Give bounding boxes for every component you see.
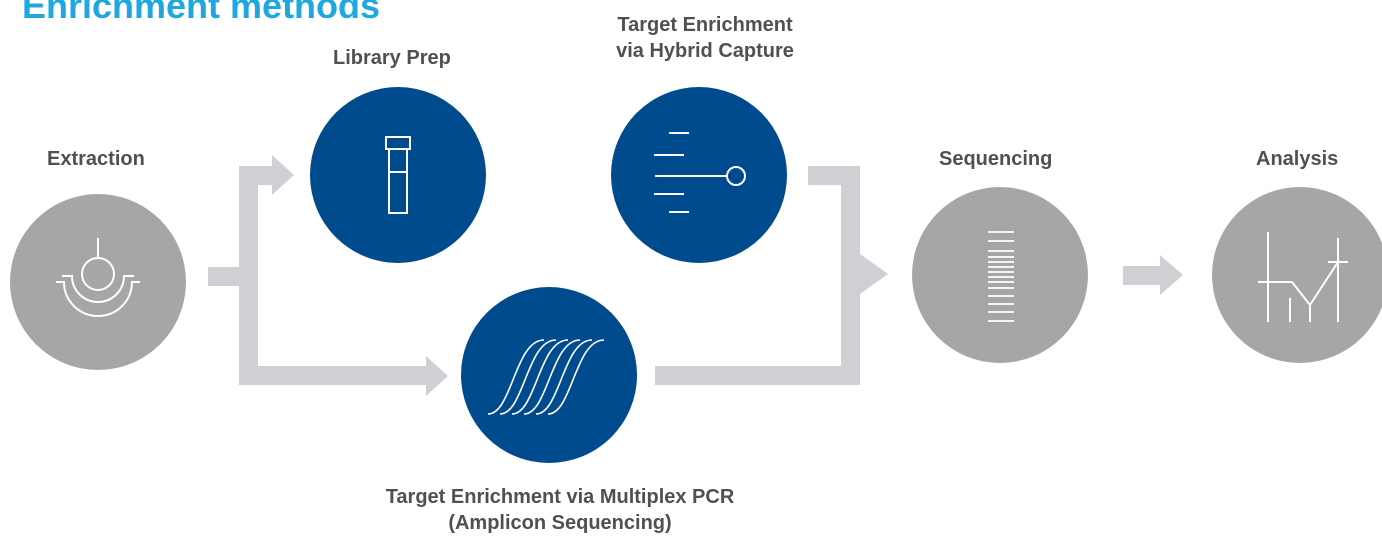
connector-to-multiplex-pcr [239, 366, 427, 385]
connector-to-library-prep [239, 166, 273, 185]
sequencing-label: Sequencing [939, 148, 1053, 170]
library-prep-step [310, 87, 486, 263]
extraction-icon [56, 238, 140, 317]
connector-merge-vertical [841, 166, 860, 385]
sequence-bands-icon [988, 231, 1014, 322]
arrow-to-library-prep [272, 155, 294, 195]
hybrid-capture-label-line2: via Hybrid Capture [616, 40, 794, 62]
multiplex-pcr-label-line2: (Amplicon Sequencing) [448, 512, 672, 534]
extraction-label: Extraction [47, 148, 145, 170]
analysis-label: Analysis [1256, 148, 1339, 170]
multiplex-pcr-circle [461, 287, 637, 463]
analysis-circle [1212, 187, 1382, 363]
arrow-to-sequencing [860, 254, 888, 294]
sequencing-circle [912, 187, 1088, 363]
connector-multiplex-out [655, 366, 860, 385]
multiplex-pcr-label-line1: Target Enrichment via Multiplex PCR [385, 486, 735, 508]
probe-capture-icon [654, 132, 746, 213]
connector-to-analysis [1123, 266, 1161, 285]
arrow-to-multiplex-pcr [426, 356, 448, 396]
library-prep-label: Library Prep [333, 47, 451, 69]
library-prep-circle [310, 87, 486, 263]
connector-extraction-out [208, 267, 242, 286]
connectors [208, 155, 1183, 396]
multiplex-pcr-step [461, 287, 637, 463]
hybrid-capture-label-line1: Target Enrichment [617, 14, 793, 36]
extraction-circle [10, 194, 186, 370]
extraction-step [10, 194, 186, 370]
amplification-curves-icon [487, 339, 605, 415]
multiplex-pcr-label: Target Enrichment via Multiplex PCR (Amp… [340, 484, 780, 536]
arrow-to-analysis [1160, 255, 1183, 295]
hybrid-capture-step [611, 87, 787, 263]
analysis-step [1212, 187, 1382, 363]
hybrid-capture-label: Target Enrichment via Hybrid Capture [580, 12, 830, 64]
connector-branch-vertical [239, 166, 258, 385]
analysis-graph-icon [1258, 232, 1348, 322]
sequencing-step [912, 187, 1088, 363]
page-title: Enrichment methods [22, 0, 381, 26]
test-tube-icon [385, 136, 411, 214]
